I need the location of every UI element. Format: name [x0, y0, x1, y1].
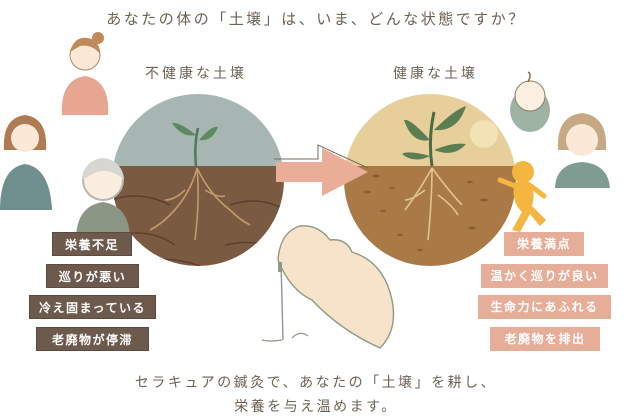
- healthy-roots-icon: [404, 167, 463, 241]
- unhealthy-tag-cold: 冷え固まっている: [29, 295, 156, 319]
- unhealthy-tag-nutrition: 栄養不足: [52, 232, 132, 256]
- ginger-figure-icon: [497, 161, 547, 232]
- page-title: あなたの体の「土壌」は、いま、どんな状態ですか？: [106, 10, 526, 28]
- healthy-tag-circulation: 温かく巡りが良い: [481, 264, 608, 288]
- worried-woman-icon: [61, 32, 109, 115]
- elderly-woman-icon: [76, 158, 130, 240]
- smiling-woman-icon: [555, 113, 610, 188]
- roots-icon: [149, 167, 251, 241]
- sprout-icon: [172, 122, 218, 167]
- unhealthy-tag-circulation: 巡りが悪い: [46, 264, 139, 288]
- baby-icon: [510, 71, 550, 132]
- footer-line-2: 栄養を与え温めます。: [234, 399, 398, 415]
- unhealthy-soil-label: 不健康な土壌: [145, 66, 247, 82]
- unhealthy-tag-waste: 老廃物が停滞: [36, 327, 149, 351]
- footer-line-1: セラキュアの鍼灸で、あなたの「土壌」を耕し、: [134, 375, 498, 391]
- plant-icon: [402, 106, 466, 167]
- woman-shoulder-pain-icon: [0, 115, 52, 210]
- healthy-tag-waste: 老廃物を排出: [490, 327, 600, 351]
- hand-needle-icon: [261, 225, 395, 349]
- healthy-tag-vitality: 生命力にあふれる: [478, 295, 611, 319]
- arrow-right-icon: [274, 144, 369, 196]
- healthy-soil-label: 健康な土壌: [393, 66, 478, 82]
- healthy-tag-nutrition: 栄養満点: [504, 232, 584, 256]
